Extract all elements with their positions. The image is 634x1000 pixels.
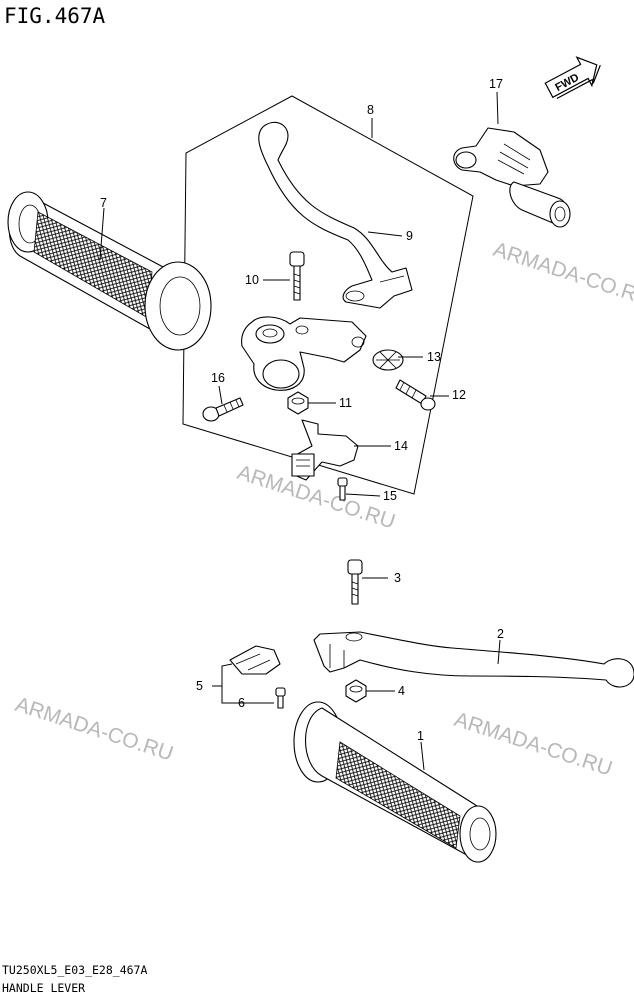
watermark: ARMADA-CO.RU bbox=[490, 238, 634, 311]
callout-9: 9 bbox=[406, 229, 413, 243]
brake-switch-5 bbox=[229, 645, 281, 675]
watermark: ARMADA-CO.RU bbox=[451, 708, 615, 781]
callout-4: 4 bbox=[398, 684, 405, 698]
left-grip bbox=[7, 191, 212, 351]
adjuster-bolt-12 bbox=[395, 379, 436, 411]
right-grip bbox=[293, 701, 497, 863]
bolt-10 bbox=[289, 251, 305, 301]
callout-3: 3 bbox=[394, 571, 401, 585]
screw-15 bbox=[337, 477, 348, 501]
callout-7: 7 bbox=[100, 196, 107, 210]
footer-name: HANDLE LEVER bbox=[2, 981, 85, 995]
nut-11 bbox=[287, 391, 309, 415]
adjuster-nut-13 bbox=[372, 349, 404, 371]
callout-1: 1 bbox=[417, 729, 424, 743]
callout-16: 16 bbox=[211, 371, 225, 385]
callout-2: 2 bbox=[497, 627, 504, 641]
callout-17: 17 bbox=[489, 77, 503, 91]
callout-12: 12 bbox=[452, 388, 466, 402]
callout-11: 11 bbox=[339, 396, 352, 410]
callout-13: 13 bbox=[427, 350, 441, 364]
footer-code: TU250XL5_E03_E28_467A bbox=[2, 963, 147, 977]
nut-4 bbox=[345, 679, 367, 703]
figure-title: FIG.467A bbox=[4, 4, 106, 28]
bolt-3 bbox=[347, 559, 363, 605]
callout-5: 5 bbox=[196, 679, 203, 693]
fwd-label: FWD bbox=[553, 72, 581, 94]
callout-15: 15 bbox=[383, 489, 397, 503]
switch-housing-17 bbox=[453, 127, 571, 228]
callout-14: 14 bbox=[394, 439, 408, 453]
callout-8: 8 bbox=[367, 103, 374, 117]
clutch-switch-14 bbox=[291, 419, 359, 481]
callout-10: 10 bbox=[245, 273, 259, 287]
screw-6 bbox=[275, 687, 286, 709]
watermark: ARMADA-CO.RU bbox=[234, 461, 398, 534]
lever-holder bbox=[241, 316, 367, 391]
watermark: ARMADA-CO.RU bbox=[12, 693, 176, 766]
clutch-lever bbox=[258, 121, 413, 309]
screw-16 bbox=[202, 397, 244, 422]
brake-lever bbox=[313, 631, 634, 688]
leader-lines bbox=[99, 91, 501, 771]
fwd-arrow-icon: FWD bbox=[544, 56, 601, 100]
callout-labels: 7 8 9 10 13 12 16 11 14 15 17 3 2 4 5 6 … bbox=[100, 77, 504, 743]
callout-6: 6 bbox=[238, 696, 245, 710]
